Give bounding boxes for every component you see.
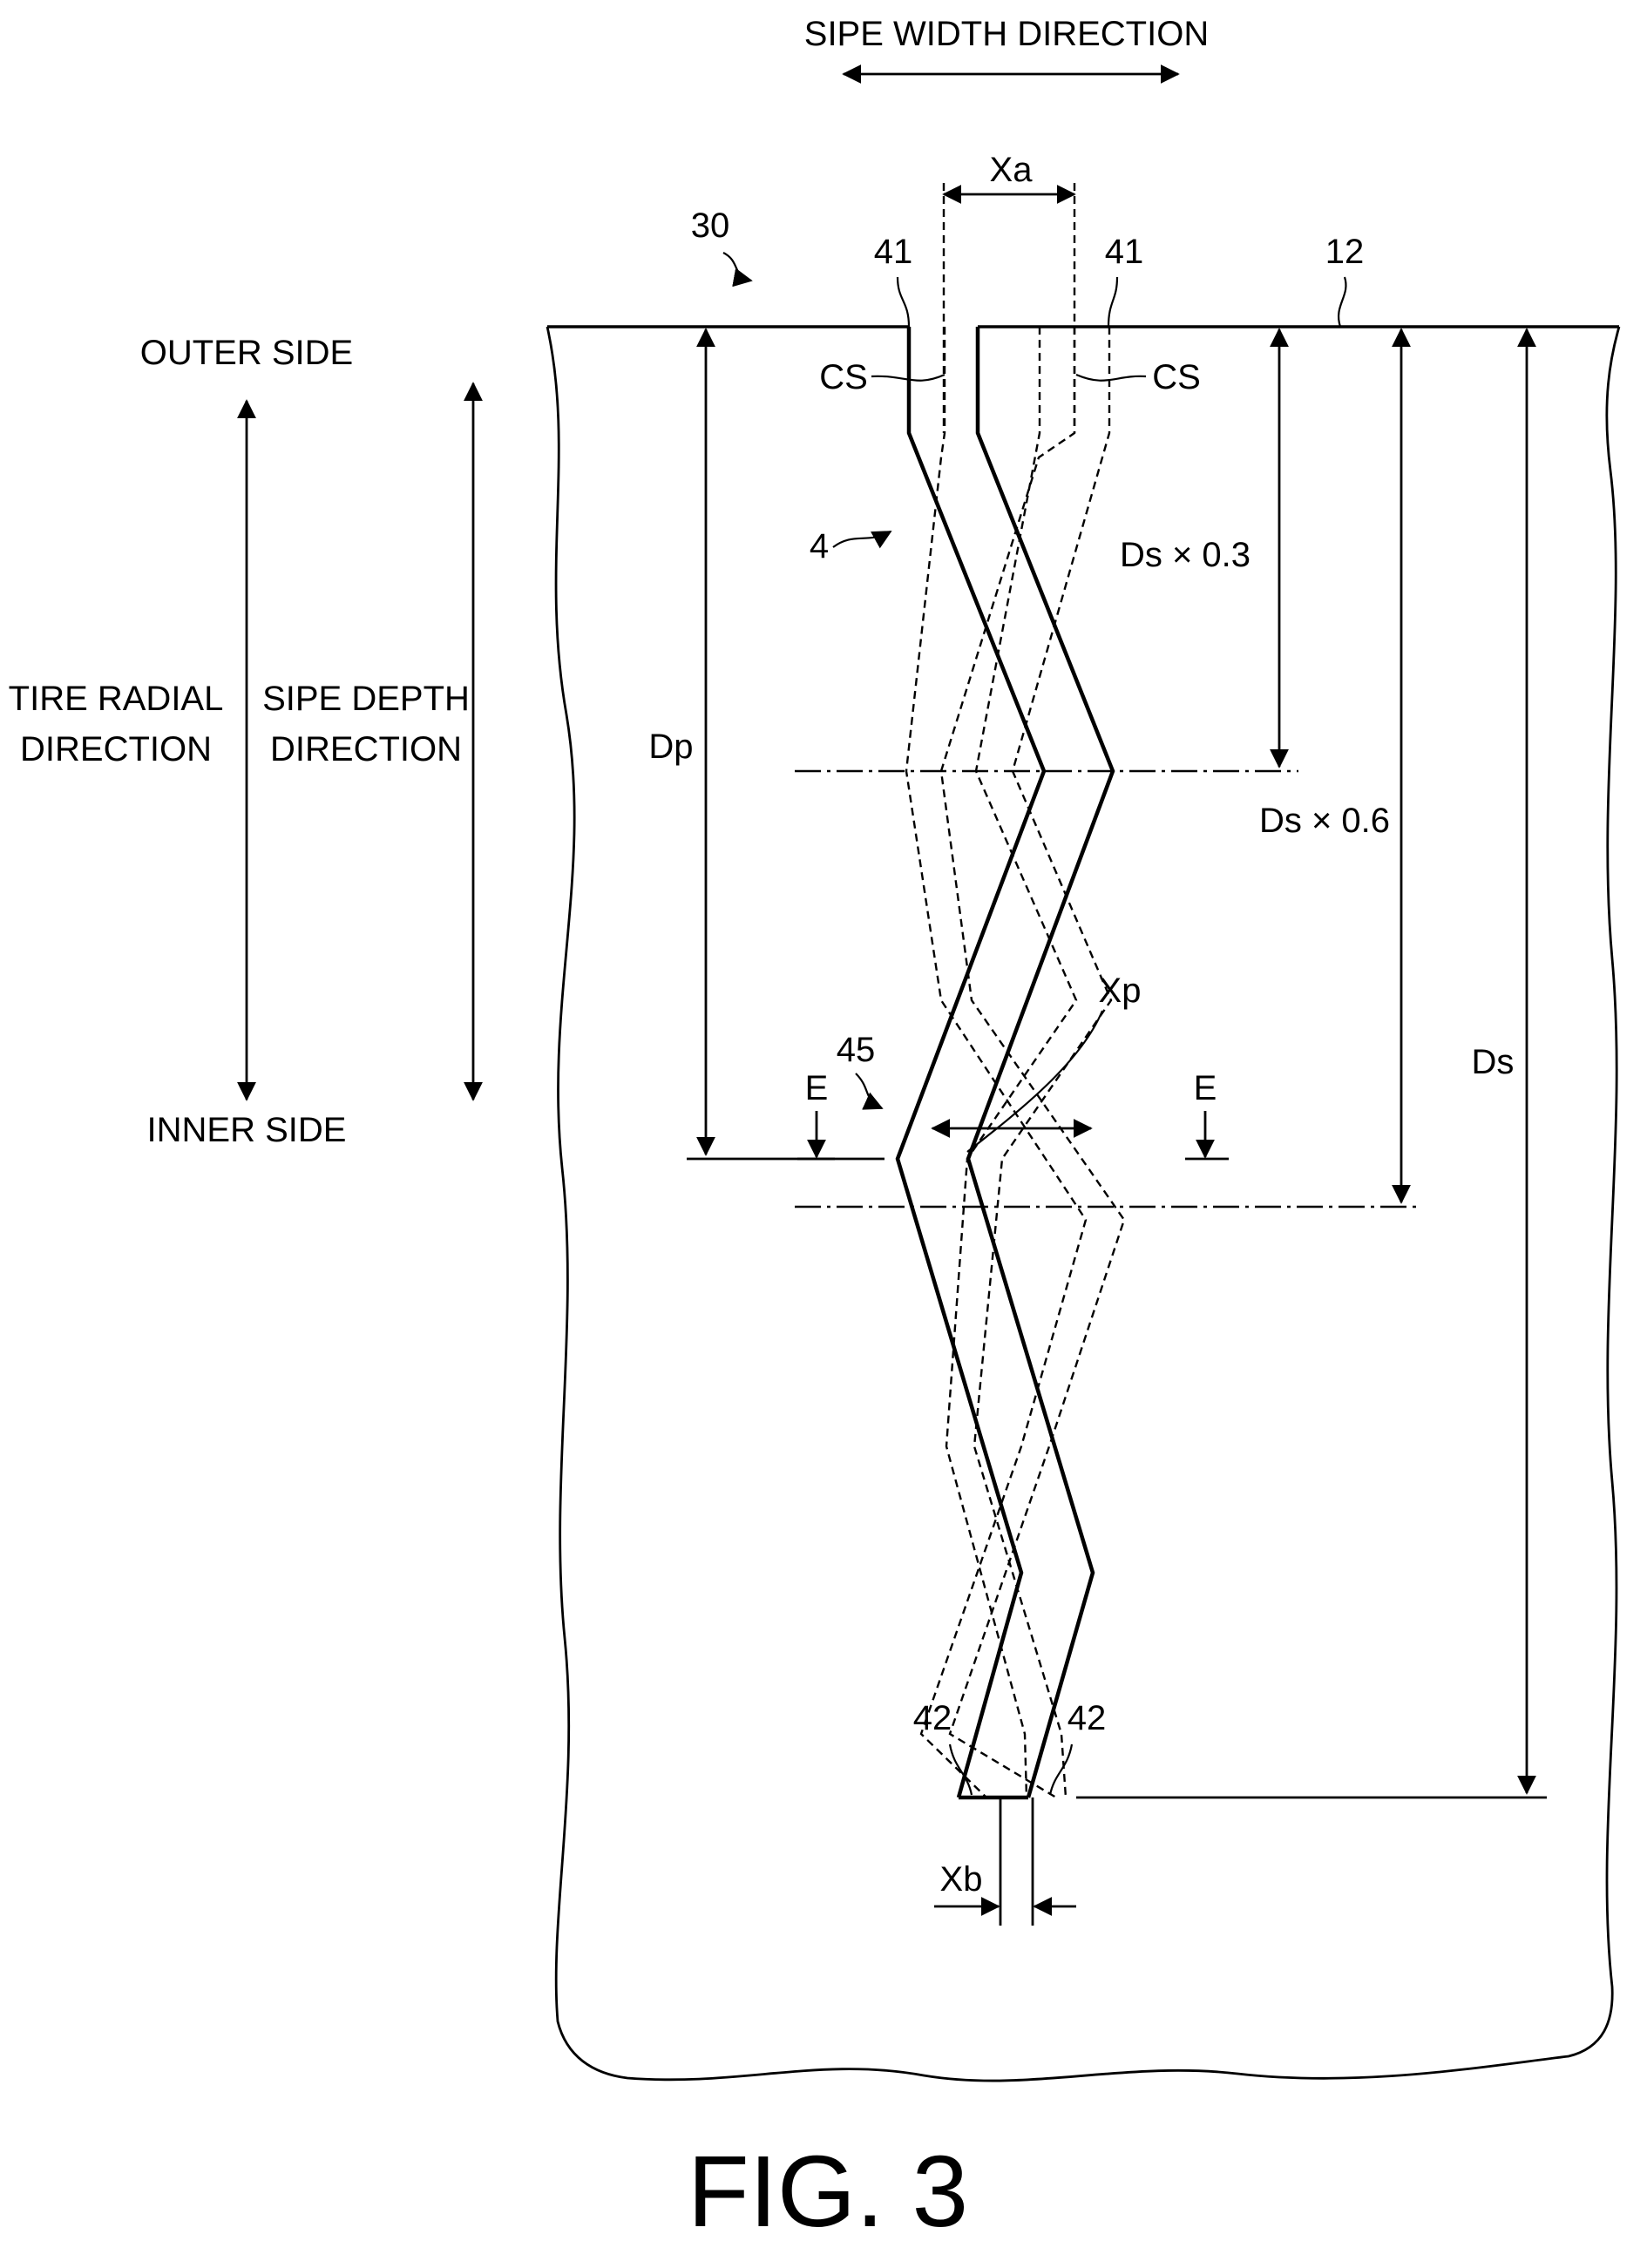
ref-4-leader bbox=[833, 531, 891, 547]
outer-side-label: OUTER SIDE bbox=[140, 334, 353, 372]
ref-42-right-leader bbox=[1050, 1744, 1072, 1795]
dp-label: Dp bbox=[648, 728, 693, 766]
ds-label: Ds bbox=[1472, 1043, 1515, 1081]
sipe-depth-direction-label-1: SIPE DEPTH bbox=[262, 680, 470, 718]
tire-radial-direction-label-1: TIRE RADIAL bbox=[9, 680, 224, 718]
sipe-dashed-left-b bbox=[946, 327, 1076, 1797]
ds03-label: Ds × 0.3 bbox=[1120, 536, 1250, 574]
ref-12-leader bbox=[1339, 277, 1345, 327]
xb-label: Xb bbox=[940, 1860, 983, 1899]
xp-label: Xp bbox=[1099, 972, 1142, 1010]
ref-41-right-leader bbox=[1108, 277, 1117, 327]
cs-right-label: CS bbox=[1152, 358, 1201, 396]
section-e-left-label: E bbox=[805, 1069, 829, 1107]
ref-4-label: 4 bbox=[810, 527, 829, 565]
sipe-depth-direction-label-2: DIRECTION bbox=[270, 730, 462, 768]
ref-45-label: 45 bbox=[837, 1031, 876, 1069]
cs-right-leader bbox=[1076, 375, 1146, 381]
ref-41-right-label: 41 bbox=[1105, 233, 1144, 271]
cs-left-label: CS bbox=[819, 358, 868, 396]
xa-label: Xa bbox=[990, 151, 1034, 189]
figure-label: FIG. 3 bbox=[688, 2135, 968, 2248]
ref-41-left-leader bbox=[898, 277, 909, 327]
inner-side-label: INNER SIDE bbox=[147, 1111, 347, 1149]
ref-30-leader bbox=[723, 253, 751, 281]
sipe-wall-right bbox=[968, 327, 1113, 1797]
sipe-width-direction-label: SIPE WIDTH DIRECTION bbox=[804, 15, 1209, 53]
section-e-right-label: E bbox=[1194, 1069, 1217, 1107]
ref-42-right-label: 42 bbox=[1068, 1699, 1107, 1737]
ref-30-label: 30 bbox=[691, 206, 730, 245]
ref-12-label: 12 bbox=[1325, 233, 1365, 271]
ref-45-leader bbox=[856, 1073, 882, 1108]
ref-41-left-label: 41 bbox=[874, 233, 913, 271]
ref-42-left-label: 42 bbox=[913, 1699, 952, 1737]
xp-leader bbox=[967, 1011, 1102, 1152]
tire-radial-direction-label-2: DIRECTION bbox=[20, 730, 212, 768]
tread-block-outline bbox=[547, 327, 1619, 2081]
ds06-label: Ds × 0.6 bbox=[1259, 802, 1390, 840]
